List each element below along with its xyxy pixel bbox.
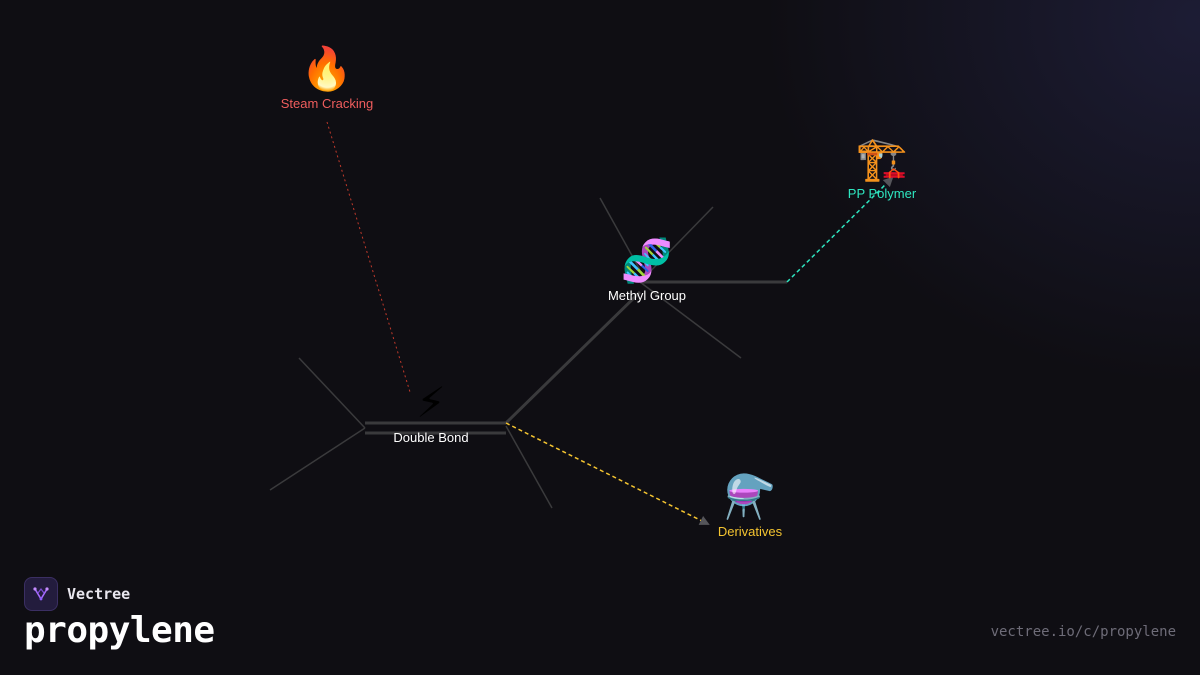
- pp-polymer-link: [786, 176, 894, 283]
- brand[interactable]: Vectree: [24, 577, 130, 611]
- bond-line: [639, 281, 742, 359]
- lightning-icon: ⚡: [416, 378, 446, 427]
- vectree-logo-icon: [24, 577, 58, 611]
- bond-line: [599, 197, 641, 271]
- node-label: Derivatives: [717, 524, 783, 539]
- bond-line: [639, 206, 714, 283]
- node-derivatives[interactable]: ⚗️ Derivatives: [717, 472, 783, 540]
- molecule-skeleton: [269, 197, 787, 509]
- node-label: Double Bond: [393, 430, 469, 445]
- node-methyl-group[interactable]: 🧬 Methyl Group: [607, 236, 687, 304]
- bond-line: [298, 357, 366, 429]
- brand-name: Vectree: [67, 585, 131, 603]
- derivatives-link: [505, 422, 710, 525]
- page-title: propylene: [24, 610, 215, 651]
- node-label: Methyl Group: [607, 288, 687, 303]
- node-steam-cracking[interactable]: 🔥 Steam Cracking: [280, 44, 374, 112]
- page-url[interactable]: vectree.io/c/propylene: [990, 624, 1176, 640]
- flask-icon: ⚗️: [723, 472, 777, 521]
- bond-line: [505, 425, 553, 509]
- bond-line: [269, 427, 366, 491]
- node-label: PP Polymer: [847, 186, 917, 201]
- node-double-bond[interactable]: ⚡ Double Bond: [393, 378, 469, 446]
- fire-icon: 🔥: [300, 44, 354, 93]
- steam-cracking-link: [326, 121, 411, 393]
- node-pp-polymer[interactable]: 🏗️ PP Polymer: [847, 134, 917, 202]
- crane-icon: 🏗️: [855, 134, 909, 183]
- node-label: Steam Cracking: [280, 96, 374, 111]
- bond-line: [504, 290, 642, 425]
- dna-icon: 🧬: [620, 236, 674, 285]
